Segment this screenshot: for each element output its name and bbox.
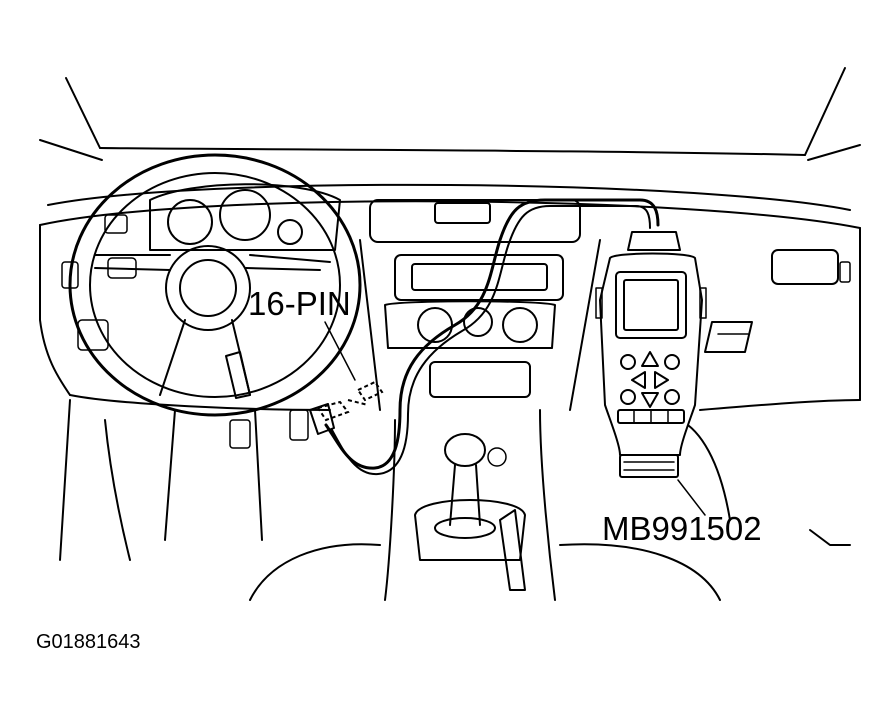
dashboard-top: [39, 183, 861, 411]
right-vents: [704, 249, 851, 353]
center-console: [384, 409, 556, 601]
connector-label: 16-PIN: [248, 285, 351, 322]
left-vents: [61, 214, 137, 351]
connector-leader-line: [324, 321, 356, 381]
instrument-cluster: [149, 183, 341, 251]
figure-id: G01881643: [36, 631, 141, 653]
steering-column: [59, 399, 309, 561]
center-stack: [359, 199, 601, 411]
16-pin-connector: [309, 380, 384, 435]
steering-wheel: [68, 153, 362, 417]
windshield-outline: [39, 67, 861, 161]
tool-leader-line: [677, 479, 706, 516]
diagnostic-cable: [324, 198, 660, 476]
tool-label: MB991502: [602, 510, 762, 547]
scan-tool-device: [595, 231, 707, 478]
